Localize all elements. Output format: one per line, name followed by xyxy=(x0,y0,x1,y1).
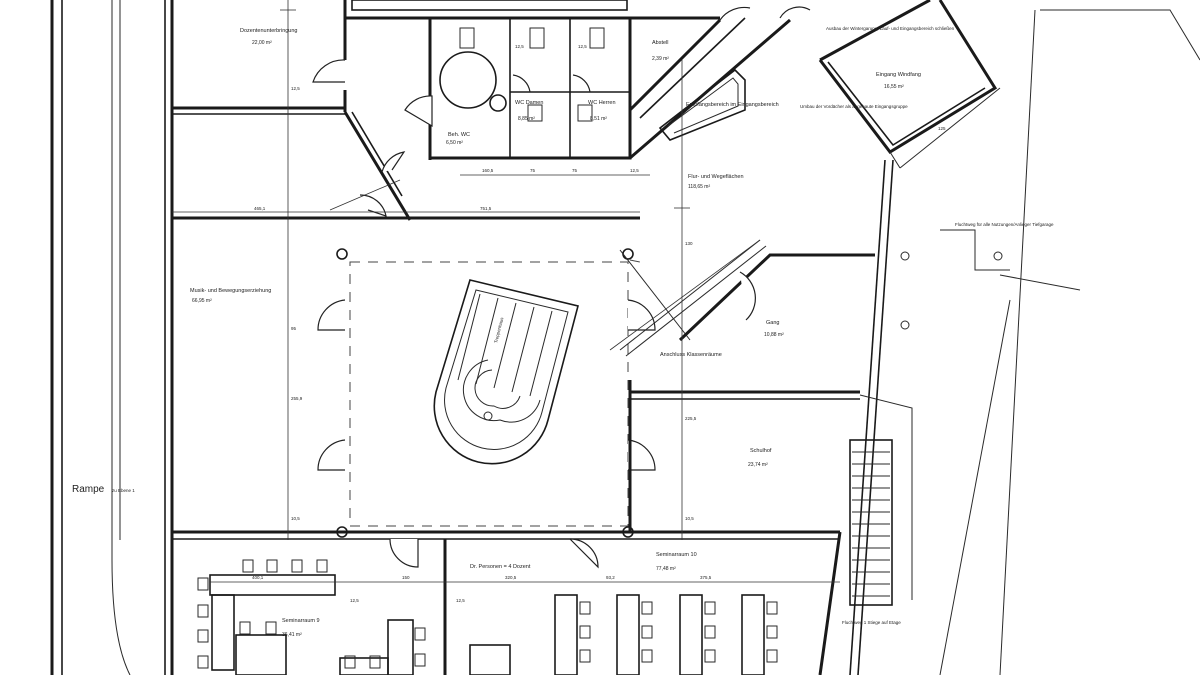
schulhof-label: Schulhof xyxy=(750,448,772,454)
wc-herren-label: WC Herren xyxy=(588,100,616,106)
wc-damen-area: 8,85 m² xyxy=(518,116,535,122)
dim-label: 10,5 xyxy=(685,516,694,521)
ramp: Rampe zu Ebene 1 xyxy=(50,0,174,675)
musik-label: Musik- und Bewegungserziehung xyxy=(190,288,271,294)
dim-label: 465,1 xyxy=(254,206,266,211)
dim-label: 125 xyxy=(938,126,946,131)
dim-label: 320,5 xyxy=(505,575,517,580)
dim-label: 10,5 xyxy=(291,516,300,521)
chairs-right xyxy=(579,601,778,663)
right-rooms: Gang 10,88 m² Anschluss Klassenräume Sch… xyxy=(628,253,913,625)
lehrer-label: Gang xyxy=(766,320,779,326)
seminar10-area: 77,48 m² xyxy=(656,566,676,572)
dimension-lines: 465,1 751,5 95 255,9 10,5 12,5 130 225,5… xyxy=(172,0,946,603)
dim-label: 95 xyxy=(291,326,297,331)
seminar10-label: Seminarraum 10 xyxy=(656,552,697,558)
lehrer-area: 10,88 m² xyxy=(764,332,784,338)
eingang-area: 16,55 m² xyxy=(884,84,904,90)
chairs-left xyxy=(197,559,426,669)
note-fluchtstiege: Fluchtweg 1 Stiege auf Etage xyxy=(842,620,901,625)
dim-label: 400,1 xyxy=(252,575,264,580)
dim-label: 12,5 xyxy=(350,598,359,603)
flur-label: Flur- und Wegeflächen xyxy=(688,174,744,180)
dim-label: 375,5 xyxy=(700,575,712,580)
windfang: Eingang Windfang 16,55 m² Ausbau der Win… xyxy=(800,0,1001,169)
schulhof-area: 23,74 m² xyxy=(748,462,768,468)
ramp-sub-label: zu Ebene 1 xyxy=(112,488,135,493)
dim-label: 255,9 xyxy=(291,396,303,401)
dim-label: 160,5 xyxy=(482,168,494,173)
dim-label: 93,2 xyxy=(606,575,615,580)
svg-text:12,5: 12,5 xyxy=(578,44,587,49)
dim-label: 751,5 xyxy=(480,206,492,211)
dozenten-area: 22,00 m² xyxy=(252,40,272,46)
wc-herren-area: 8,51 m² xyxy=(590,116,607,122)
beh-wc-area: 6,50 m² xyxy=(446,140,463,146)
wc-block: 12,5 12,5 Beh. WC 6,50 m² WC Damen 8,85 … xyxy=(404,16,632,160)
dim-label: 12,5 xyxy=(456,598,465,603)
note-persons: Dr. Personen = 4 Dozent xyxy=(470,564,531,570)
note-umbau-vordach: Umbau der Vordächer als angebaute Eingan… xyxy=(800,104,908,109)
dim-label: 150 xyxy=(402,575,410,580)
empfang-label: Empfangsbereich im Eingangsbereich xyxy=(686,102,779,108)
dim-label: 12,5 xyxy=(630,168,639,173)
dim-label: 225,5 xyxy=(685,416,697,421)
note-anschluss: Anschluss Klassenräume xyxy=(660,352,722,358)
eingang-label: Eingang Windfang xyxy=(876,72,921,78)
central-hall: Treppenhaus Musik- und Bewegungserziehun… xyxy=(172,174,840,569)
dim-label: 130 xyxy=(685,241,693,246)
dim-label: 12,5 xyxy=(291,86,300,91)
ext-stair-treads xyxy=(852,451,890,597)
svg-text:12,5: 12,5 xyxy=(515,44,524,49)
seminar-rooms: Seminarraum 10 77,48 m² Dr. Personen = 4… xyxy=(197,531,842,675)
dim-label: 75 xyxy=(572,168,578,173)
ramp-label: Rampe xyxy=(72,484,105,495)
abstell-area: 2,39 m² xyxy=(652,56,669,62)
seminar9-label: Seminarraum 9 xyxy=(282,618,320,624)
beh-wc-label: Beh. WC xyxy=(448,132,470,138)
seminar9-area: 36,41 m² xyxy=(282,632,302,638)
right-boundary: Fluchtweg für alle Nutzungen/Anlieger Ti… xyxy=(849,9,1200,675)
flur-area: 118,65 m² xyxy=(688,184,710,190)
note-umbau-eingang: Ausbau der Wintergarung, Lauf- und Einga… xyxy=(826,26,955,31)
dozenten-label: Dozentenunterbringung xyxy=(240,28,298,34)
abstell-label: Abstell xyxy=(652,40,669,46)
entrance-area: Abstell 2,39 m² Empfangsbereich im Einga… xyxy=(628,6,811,160)
stair-label: Treppenhaus xyxy=(493,316,504,344)
wc-damen-label: WC Damen xyxy=(515,100,543,106)
note-fluchtweg: Fluchtweg für alle Nutzungen/Anlieger Ti… xyxy=(955,222,1054,227)
dim-label: 75 xyxy=(530,168,536,173)
musik-area: 66,95 m² xyxy=(192,298,212,304)
